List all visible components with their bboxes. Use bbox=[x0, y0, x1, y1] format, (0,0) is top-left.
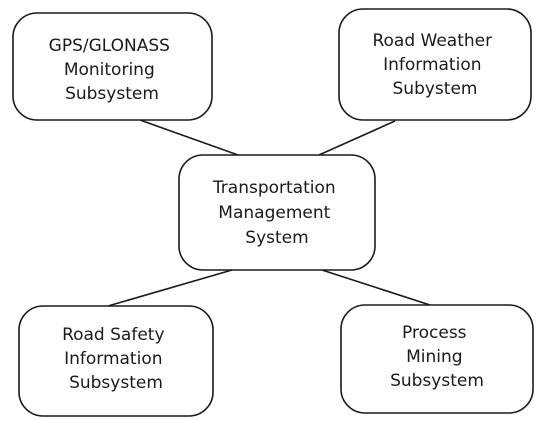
node-transportation-box bbox=[178, 154, 376, 271]
connector-bottom-left bbox=[107, 269, 233, 307]
node-transportation-line-3: System bbox=[245, 228, 308, 248]
connector-top-right bbox=[318, 120, 396, 156]
node-road-weather-line-2: Information bbox=[383, 55, 481, 75]
node-road-safety-information-subsystem: Road Safety Information Subsystem bbox=[18, 305, 214, 417]
node-transportation-line-2: Management bbox=[218, 203, 330, 223]
node-gps-glonass-box bbox=[12, 12, 213, 121]
node-process-mining-box bbox=[340, 304, 534, 414]
node-transportation-line-1: Transportation bbox=[212, 178, 336, 198]
connector-top-left bbox=[139, 119, 239, 156]
node-gps-glonass-monitoring-subsystem: GPS/GLONASS Monitoring Subsystem bbox=[12, 12, 213, 121]
connector-bottom-right bbox=[321, 269, 431, 306]
node-road-weather-line-3: Subystem bbox=[393, 79, 478, 99]
node-transportation-management-system: Transportation Management System bbox=[178, 154, 376, 271]
node-process-mining-label: Process Mining Subsystem bbox=[390, 323, 484, 391]
node-road-weather-label: Road Weather Information Subystem bbox=[372, 31, 497, 99]
node-gps-glonass-line-1: GPS/GLONASS bbox=[49, 36, 170, 56]
node-process-mining-line-3: Subsystem bbox=[390, 371, 484, 391]
node-gps-glonass-label: GPS/GLONASS Monitoring Subsystem bbox=[49, 36, 176, 104]
node-road-safety-box bbox=[18, 305, 214, 417]
node-road-weather-line-1: Road Weather bbox=[372, 31, 492, 51]
node-road-safety-label: Road Safety Information Subsystem bbox=[62, 325, 170, 393]
node-road-weather-information-subsystem: Road Weather Information Subystem bbox=[338, 8, 532, 121]
node-road-safety-line-3: Subsystem bbox=[69, 373, 163, 393]
node-transportation-label: Transportation Management System bbox=[212, 178, 341, 248]
node-process-mining-line-1: Process bbox=[402, 323, 467, 343]
node-gps-glonass-line-2: Monitoring bbox=[64, 60, 155, 80]
node-process-mining-subsystem: Process Mining Subsystem bbox=[340, 304, 534, 414]
node-road-safety-line-2: Information bbox=[64, 349, 162, 369]
node-road-weather-box bbox=[338, 8, 532, 121]
node-gps-glonass-line-3: Subsystem bbox=[65, 84, 159, 104]
node-process-mining-line-2: Mining bbox=[406, 347, 462, 367]
node-road-safety-line-1: Road Safety bbox=[62, 325, 164, 345]
